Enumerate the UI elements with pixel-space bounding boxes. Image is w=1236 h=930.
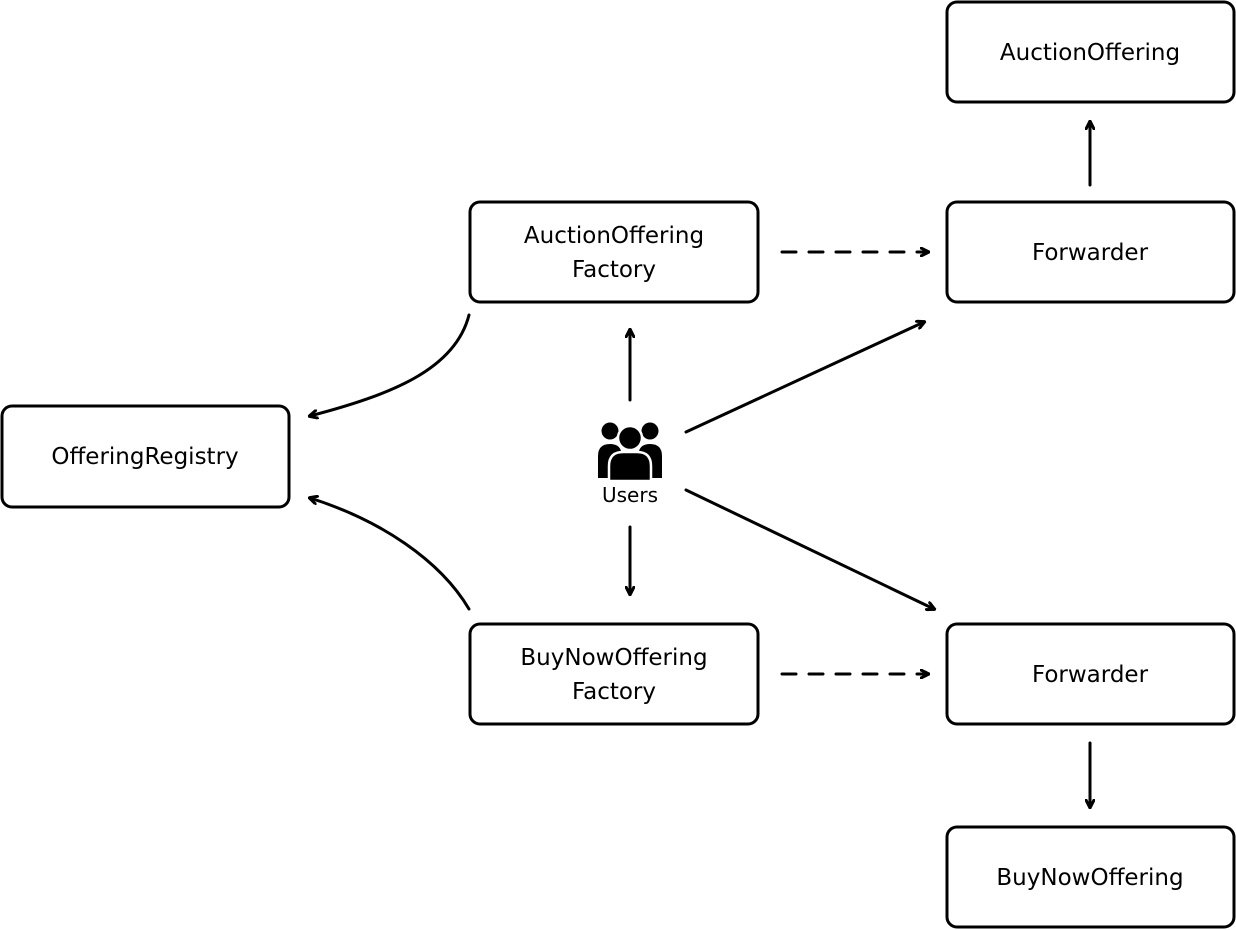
node-label-line-2: Factory [572,257,656,283]
edge-auction-factory-to-offering-registry [310,313,471,416]
node-auction-offering-factory: AuctionOffering Factory [468,200,760,304]
node-label: OfferingRegistry [51,444,238,470]
node-label: BuyNowOffering [996,865,1183,891]
users-icon [598,422,662,483]
node-label: AuctionOffering [1000,40,1180,66]
edge-users-to-forwarder-top [684,322,924,434]
node-forwarder-top: Forwarder [945,200,1236,304]
node-buynow-offering: BuyNowOffering [945,825,1236,929]
users-label: Users [602,483,658,507]
edges [310,122,1090,807]
node-label: Forwarder [1032,662,1149,688]
node-label-line-1: AuctionOffering [524,223,704,249]
node-auction-offering: AuctionOffering [945,0,1236,104]
node-forwarder-bottom: Forwarder [945,622,1236,726]
node-label: Forwarder [1032,240,1149,266]
edge-users-to-forwarder-bottom [684,488,934,609]
node-buynow-offering-factory: BuyNowOffering Factory [468,622,760,726]
node-label-line-2: Factory [572,679,656,705]
edge-buynow-factory-to-offering-registry [310,498,471,611]
node-users: Users [598,422,662,507]
node-label-line-1: BuyNowOffering [520,645,707,671]
node-offering-registry: OfferingRegistry [0,404,291,509]
